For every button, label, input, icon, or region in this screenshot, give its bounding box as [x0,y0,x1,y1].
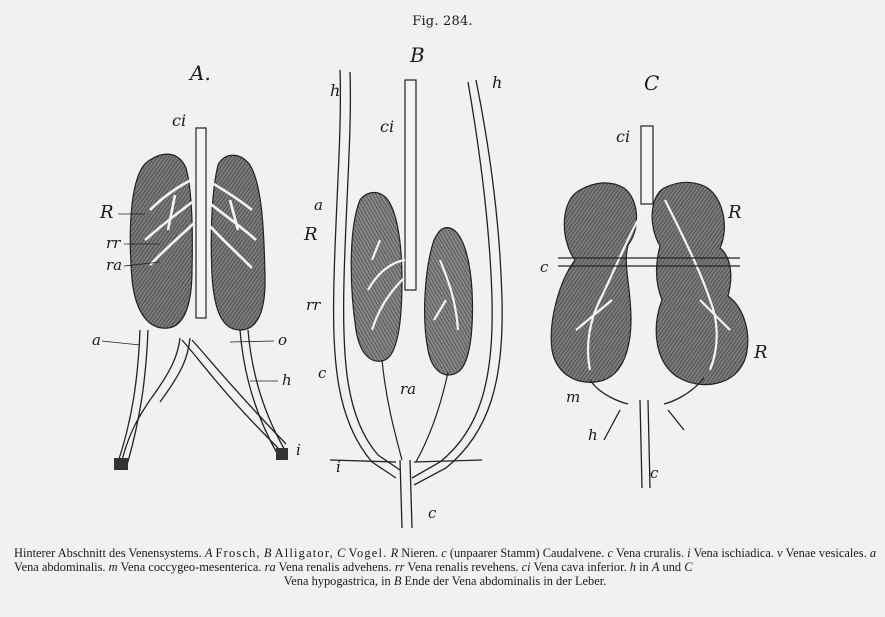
caption-h-in: in [639,560,649,574]
panel-c-label-R-upper: R [727,202,742,223]
caption-key-hA: A [652,560,660,574]
panel-b-label-c-bottom: c [428,504,437,522]
caption-leber: Ende der Vena abdominalis in der Leber. [405,574,607,588]
panel-b-label-h-left: h [330,81,340,100]
caption-key-R: R [391,546,399,560]
panel-b-label-rr: rr [306,296,321,314]
caption-key-c1: c [441,546,447,560]
panel-c-letter: C [644,71,659,95]
caption-ischiadica: Vena ischiadica. [693,546,774,560]
caption-key-m: m [109,560,118,574]
panel-a-label-ra: ra [106,256,122,274]
caption-h-und: und [663,560,682,574]
panel-b-kidney-right [425,228,473,375]
caption-revehens: Vena renalis revehens. [407,560,518,574]
caption-hypogastrica: Vena hypogastrica, in [284,574,391,588]
panel-c-label-h: h [588,426,598,444]
caption-key-C: C [337,546,345,560]
figure-illustration: A. [0,0,885,540]
panel-a-label-R: R [99,202,114,223]
caption-key-B: B [264,546,272,560]
caption-advehens: Vena renalis advehens. [279,560,392,574]
panel-a-kidney-left [130,154,192,328]
caption-key-rr: rr [395,560,405,574]
panel-b-label-h-right: h [492,73,502,92]
panel-b-letter: B [409,43,425,67]
panel-b-label-R: R [303,224,318,245]
caption-intro: Hinterer Abschnitt des Venensystems. [14,546,202,560]
caption-key-hC: C [684,560,692,574]
caption-vesicales: Venae vesicales. [786,546,867,560]
caption-nieren: Nieren. [401,546,438,560]
panel-c-label-R-lower: R [753,342,768,363]
caption-cava: Vena cava inferior. [533,560,626,574]
panel-c-kidney-left [551,183,636,382]
caption-key-hB: B [394,574,402,588]
caption-vogel: Vogel. [348,546,387,560]
caption-key-c2: c [607,546,613,560]
caption-key-h: h [630,560,636,574]
panel-a-cut-end-left [114,458,128,470]
panel-b-label-ci: ci [380,117,394,136]
caption-last-line: Vena hypogastrica, in B Ende der Vena ab… [14,574,876,588]
panel-a-label-i: i [296,441,301,459]
panel-c: C ci R c R m h c [540,71,768,488]
caption-key-A: A [205,546,213,560]
panel-a-kidney-right [211,155,265,330]
panel-b: B h h ci [303,43,502,528]
panel-a-lower-veins [118,330,286,465]
panel-a-cut-end-right [276,448,288,460]
panel-a-label-o: o [278,331,287,349]
panel-b-label-ra: ra [400,380,416,398]
caption-abdominalis: Vena abdominalis. [14,560,106,574]
panel-c-label-c: c [540,258,549,276]
caption-caudalvene: (unpaarer Stamm) Caudalvene. [450,546,605,560]
caption-key-a: a [870,546,876,560]
caption-key-ra: ra [265,560,276,574]
panel-b-renal-advehens [382,360,448,462]
caption-coccygeo: Vena coccygeo-mesenterica. [120,560,261,574]
panel-b-label-a: a [314,196,323,214]
caption-cruralis: Vena cruralis. [616,546,684,560]
panel-c-vena-cava [641,126,653,204]
caption-frosch: Frosch, [216,546,261,560]
caption-key-i: i [687,546,690,560]
panel-c-label-ci: ci [616,127,630,146]
panel-a-label-a: a [92,331,101,349]
caption-key-v: v [777,546,783,560]
panel-a-label-h: h [282,371,292,389]
panel-a-label-rr: rr [106,234,121,252]
panel-b-label-i: i [336,458,341,476]
caption-alligator: Alligator, [275,546,334,560]
figure-caption: Hinterer Abschnitt des Venensystems. A F… [14,546,876,589]
panel-b-label-c: c [318,364,327,382]
panel-c-label-c-bottom: c [650,464,659,482]
panel-c-label-m: m [566,388,580,406]
panel-a-vena-cava [196,128,206,318]
panel-b-vena-cava [405,80,416,290]
caption-key-ci: ci [522,560,531,574]
panel-a-label-ci: ci [172,111,186,130]
panel-a-letter: A. [188,61,211,85]
panel-a: A. [92,61,301,470]
